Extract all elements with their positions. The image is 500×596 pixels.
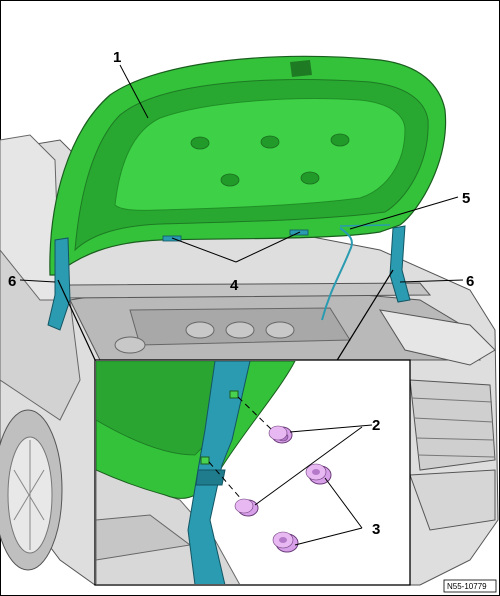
washer-hose (321, 227, 353, 321)
grommets (234, 425, 332, 553)
callout-4: 4 (230, 277, 239, 294)
callout-6-left: 6 (8, 273, 16, 290)
callout-2: 2 (372, 417, 380, 434)
grommet (272, 531, 299, 553)
callout-1: 1 (113, 49, 121, 66)
document-id-box (443, 579, 497, 593)
leader-lines (19, 64, 464, 283)
zoom-lines (57, 269, 394, 363)
wheel (0, 409, 63, 571)
grommet (234, 498, 259, 517)
hinge-left (47, 237, 71, 331)
grommet (268, 425, 293, 444)
callout-3: 3 (372, 521, 380, 538)
inset-leader-lines (254, 424, 373, 546)
detail-inset (94, 359, 411, 586)
callout-5: 5 (462, 190, 470, 207)
callout-6-right: 6 (466, 273, 474, 290)
hood (49, 55, 447, 276)
document-id: N55-10779 (447, 582, 487, 591)
